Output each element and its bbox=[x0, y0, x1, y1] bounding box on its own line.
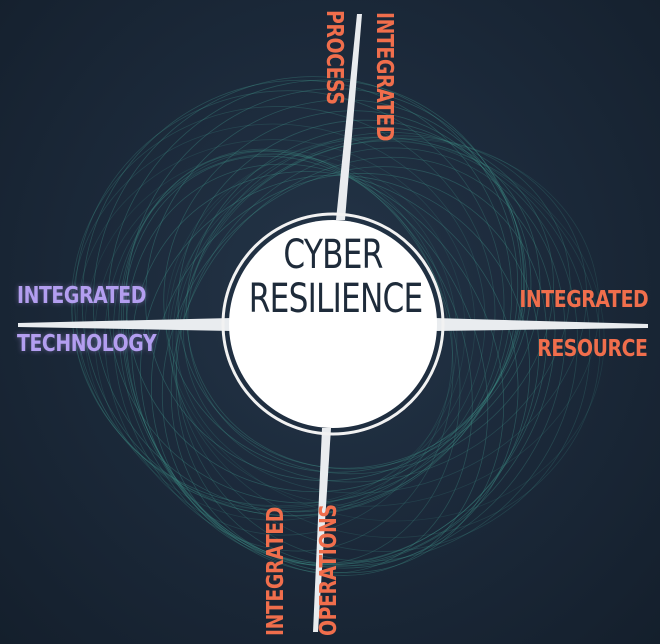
decorative-ring bbox=[104, 153, 453, 536]
decorative-ring bbox=[125, 163, 505, 574]
decorative-ring bbox=[81, 79, 513, 517]
decorative-ring bbox=[185, 126, 541, 470]
center-circle-outline bbox=[221, 212, 445, 436]
decorative-ring bbox=[175, 137, 587, 494]
spoke-bottom bbox=[313, 428, 331, 632]
decorative-ring bbox=[76, 139, 476, 507]
resource-label-line1: INTEGRATED bbox=[519, 287, 648, 313]
spoke-top bbox=[336, 14, 362, 220]
decorative-ring bbox=[168, 138, 600, 507]
decorative-ring bbox=[150, 173, 540, 564]
decorative-ring bbox=[170, 156, 556, 567]
resource-label-line2: RESOURCE bbox=[537, 336, 649, 362]
decorative-ring bbox=[175, 140, 578, 562]
decorative-ring bbox=[172, 136, 591, 552]
decorative-ring bbox=[177, 119, 532, 469]
center-title-line1: CYBER bbox=[283, 232, 383, 278]
decorative-ring bbox=[131, 171, 519, 569]
process-label-line1: INTEGRATED bbox=[371, 12, 397, 141]
decorative-ring bbox=[140, 174, 531, 565]
decorative-ring bbox=[163, 110, 527, 473]
spoke-left bbox=[18, 318, 232, 331]
decorative-ring bbox=[71, 123, 486, 508]
process-label-line2: PROCESS bbox=[321, 10, 347, 105]
decorative-ring bbox=[175, 147, 566, 567]
decorative-ring bbox=[112, 150, 454, 552]
decorative-ring bbox=[122, 155, 489, 576]
decorative-ring bbox=[145, 99, 526, 482]
decorative-ring bbox=[187, 132, 554, 475]
decorative-ring bbox=[121, 150, 473, 574]
operations-label-line2: OPERATIONS bbox=[316, 504, 342, 636]
decorative-ring bbox=[118, 148, 461, 566]
decorative-ring bbox=[92, 76, 519, 513]
decorative-ring bbox=[74, 90, 505, 516]
spoke-right bbox=[434, 318, 648, 331]
decorative-rings bbox=[71, 76, 605, 576]
center-title: CYBER RESILIENCE bbox=[225, 233, 441, 321]
decorative-ring bbox=[125, 88, 525, 493]
technology-label-line2: TECHNOLOGY bbox=[17, 331, 157, 357]
decorative-ring bbox=[167, 136, 601, 538]
center-title-line2: RESILIENCE bbox=[248, 276, 424, 322]
technology-label-line1: INTEGRATED bbox=[17, 283, 146, 309]
decorative-ring bbox=[161, 166, 548, 566]
decorative-ring bbox=[107, 79, 522, 504]
decorative-ring bbox=[71, 106, 496, 512]
center-circle bbox=[229, 220, 437, 428]
operations-label-line1: INTEGRATED bbox=[263, 507, 289, 636]
decorative-ring bbox=[165, 138, 605, 522]
decorative-ring bbox=[182, 135, 571, 483]
